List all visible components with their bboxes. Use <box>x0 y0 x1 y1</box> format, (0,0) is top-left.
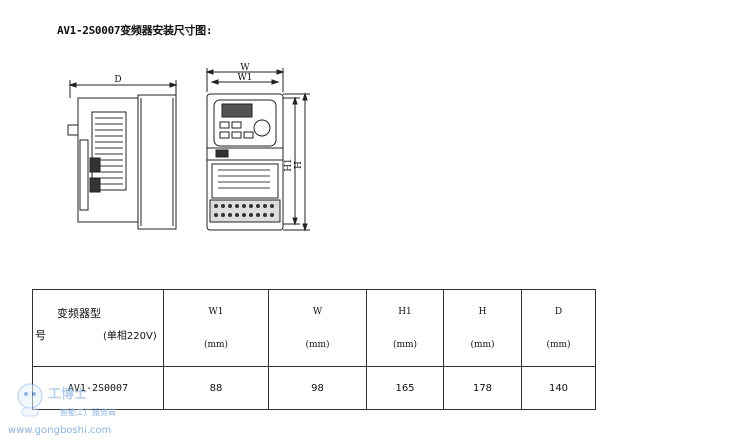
vent-grille <box>91 111 127 191</box>
model-header-line2: 号 <box>35 329 46 342</box>
header-unit: (mm) <box>392 340 418 350</box>
header-h1: H1 (mm) <box>366 289 444 367</box>
dimension-table: 变频器型 号 (单相220V) W1 (mm) W (mm) H1 (mm) H… <box>32 289 596 410</box>
table-row: AV1-2S0007 88 98 165 178 140 <box>32 366 596 410</box>
header-h: H (mm) <box>443 289 522 367</box>
label-h1: H1 <box>284 158 294 172</box>
terminal-block <box>209 199 281 223</box>
side-view <box>67 80 178 230</box>
robot-head-icon <box>17 383 43 409</box>
model-header-phase: (单相220V) <box>103 331 157 342</box>
row-value-h1: 165 <box>366 366 444 410</box>
watermark-tagline: 智能工厂服务商 <box>60 408 116 417</box>
header-w: W (mm) <box>268 289 367 367</box>
header-unit: (mm) <box>546 340 571 350</box>
row-model: AV1-2S0007 <box>32 366 164 410</box>
watermark-brand: 工博士 <box>48 386 87 402</box>
header-unit: (mm) <box>305 340 330 350</box>
installation-dimension-drawing: D <box>67 63 310 232</box>
side-body-front <box>137 94 177 230</box>
label-w: W <box>240 63 250 73</box>
row-value-w: 98 <box>268 366 367 410</box>
label-h: H <box>294 161 304 169</box>
arrow-left <box>68 82 77 88</box>
header-name: W1 <box>208 307 224 317</box>
header-d: D (mm) <box>521 289 596 367</box>
keypad-panel <box>213 99 277 147</box>
label-d: D <box>114 75 121 85</box>
header-name: H1 <box>398 307 412 317</box>
row-value-w1: 88 <box>163 366 269 410</box>
label-w1: W1 <box>238 73 253 83</box>
model-header-line1: 变频器型 <box>57 307 101 320</box>
front-view <box>205 68 310 232</box>
row-value-d: 140 <box>521 366 596 410</box>
watermark-logo: 工博士 <box>17 383 87 417</box>
display <box>221 103 253 118</box>
page-title: AV1-2S0007变频器安装尺寸图: <box>57 24 213 37</box>
header-unit: (mm) <box>203 340 229 350</box>
mount-tab <box>67 124 79 136</box>
front-body <box>206 93 284 231</box>
header-w1: W1 (mm) <box>163 289 269 367</box>
watermark-url: www.gongboshi.com <box>8 425 112 436</box>
row-value-h: 178 <box>443 366 522 410</box>
knob <box>253 119 271 137</box>
header-name: W <box>312 307 323 317</box>
header-name: D <box>554 307 563 317</box>
table-header-row: 变频器型 号 (单相220V) W1 (mm) W (mm) H1 (mm) H… <box>32 289 596 367</box>
arrow-right <box>169 82 178 88</box>
header-unit: (mm) <box>470 340 495 350</box>
header-name: H <box>478 307 487 317</box>
model-header-cell: 变频器型 号 (单相220V) <box>32 289 164 367</box>
